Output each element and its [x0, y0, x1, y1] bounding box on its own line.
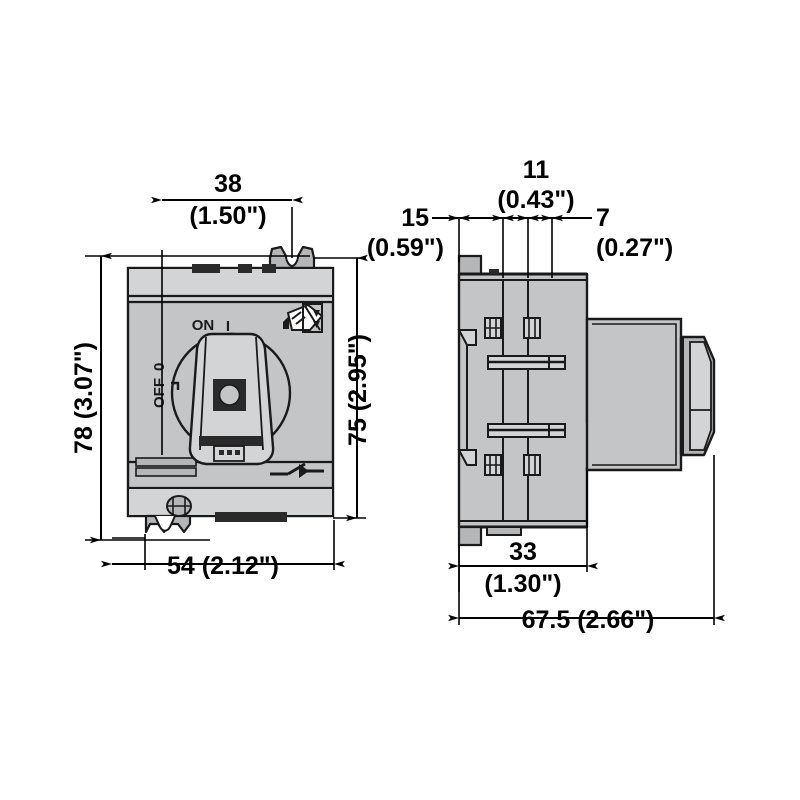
- front-view-group: ON I OFF 0: [70, 170, 372, 580]
- bottom-mounting-clip: [144, 495, 192, 534]
- dim-33-value: 33: [509, 538, 537, 566]
- dim-7-value: 7: [596, 204, 610, 232]
- dim-front-top-width: 38 (1.50"): [151, 170, 303, 455]
- dim-75-label: 75 (2.95"): [344, 334, 372, 446]
- off-symbol: 0: [151, 363, 168, 371]
- dim-38-inches: (1.50"): [189, 202, 266, 230]
- din-lug-bottom: [457, 525, 483, 547]
- dim-54-label: 54 (2.12"): [167, 552, 279, 580]
- dim-side-overall-depth: 67.5 (2.66"): [448, 455, 725, 634]
- off-label: OFF: [151, 378, 168, 408]
- top-terminal-slot-2: [238, 264, 252, 273]
- dim-side-chain: 11 (0.43") 15 (0.59") 7 (0.27"): [367, 156, 673, 278]
- switch-contact-icon: [270, 462, 324, 478]
- on-label: ON: [192, 317, 215, 334]
- bottom-terminal-slot: [215, 512, 287, 522]
- knob-grip-bar: [199, 436, 262, 446]
- side-rib-bars: [487, 355, 566, 438]
- dim-675-label: 67.5 (2.66"): [522, 606, 655, 634]
- dim-7-inches: (0.27"): [596, 234, 673, 262]
- dim-38-value: 38: [214, 170, 242, 198]
- dim-78-label: 78 (3.07"): [70, 342, 98, 454]
- dim-front-bottom-width: 54 (2.12"): [101, 520, 345, 580]
- din-clip-upper: [457, 329, 477, 346]
- padlock-hole: [218, 384, 241, 406]
- knob-housing-boss: [585, 317, 683, 472]
- terminal-windows: [484, 317, 541, 476]
- dim-33-inches: (1.30"): [484, 570, 561, 598]
- top-terminal-slot-1: [192, 264, 220, 273]
- rotary-knob-handle[interactable]: [188, 332, 275, 466]
- side-view-group: 11 (0.43") 15 (0.59") 7 (0.27") 33 (1.30…: [367, 156, 725, 634]
- dim-front-left-height: 78 (3.07"): [70, 252, 310, 544]
- din-clip-lower: [457, 449, 477, 466]
- dim-front-right-height: 75 (2.95"): [313, 254, 372, 522]
- on-symbol: I: [226, 318, 230, 335]
- top-terminal-slot-3: [262, 264, 276, 273]
- side-knob-profile[interactable]: [679, 335, 716, 457]
- side-body-outline: [457, 272, 605, 529]
- dim-side-body-depth: 33 (1.30"): [448, 470, 598, 598]
- dim-15-value: 15: [401, 204, 429, 232]
- dim-11-inches: (0.43"): [497, 186, 574, 214]
- left-vent-strip: [135, 457, 197, 467]
- din-lug-top: [457, 254, 483, 276]
- dim-11-value: 11: [523, 156, 550, 184]
- warning-arrow-icon: [283, 303, 324, 333]
- dim-15-inches: (0.59"): [367, 234, 444, 262]
- din-foot: [486, 526, 522, 536]
